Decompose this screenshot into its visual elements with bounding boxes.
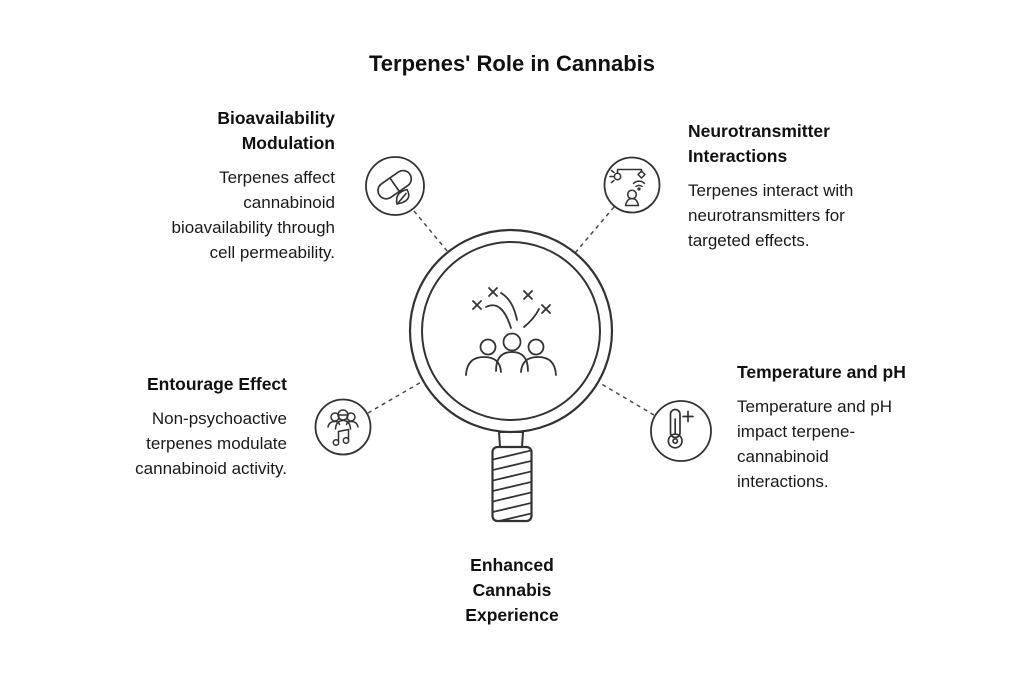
magnifier-handle [491, 431, 533, 523]
sparks-icon [472, 287, 551, 329]
pill-capsule [377, 169, 413, 200]
magnifying-glass-illustration [408, 228, 614, 523]
node-heading: Temperature and pH [737, 362, 906, 382]
hanging-bulb [609, 168, 646, 184]
handle-grip-stripes [493, 449, 531, 520]
people-group-icon [465, 332, 557, 376]
lens-inner-circle [421, 241, 601, 421]
center-caption: Enhanced Cannabis Experience [465, 555, 559, 625]
leaf [395, 188, 410, 205]
lens-outer-circle [408, 228, 614, 434]
thermometer-plus-icon [650, 400, 712, 462]
person [624, 189, 640, 207]
node-heading: Entourage Effect [146, 374, 287, 394]
connector-bioavailability [413, 210, 449, 253]
connector-neurotransmitter [574, 206, 615, 254]
signal-waves [632, 180, 646, 191]
node-temperature-and-ph: Temperature and pH Temperature and pH im… [737, 360, 906, 494]
connector-lines [367, 206, 655, 416]
music-note [332, 428, 350, 446]
pill-leaf-icon [364, 156, 426, 218]
node-bioavailability-modulation: Bioavailability Modulation Terpenes affe… [172, 106, 336, 265]
node-body: Terpenes affect cannabinoid bioavailabil… [171, 168, 336, 262]
node-body: Non-psychoactive terpenes modulate canna… [135, 409, 287, 478]
node-neurotransmitter-interactions: Neurotransmitter Interactions Terpenes i… [688, 119, 853, 253]
node-body: Temperature and pH impact terpene- canna… [737, 397, 892, 491]
page-title: Terpenes' Role in Cannabis [369, 51, 655, 76]
connector-entourage [367, 380, 424, 414]
connector-temperature [597, 381, 655, 416]
people-music-note-icon [314, 398, 372, 456]
people-trio [327, 409, 359, 430]
lamp-signal-person-icon [603, 156, 661, 214]
node-entourage-effect: Entourage Effect Non-psychoactive terpen… [135, 372, 287, 481]
plus-sign [682, 410, 694, 423]
node-heading: Neurotransmitter Interactions [688, 121, 830, 166]
node-heading: Bioavailability Modulation [217, 108, 335, 153]
node-body: Terpenes interact with neurotransmitters… [688, 181, 854, 250]
thermometer [667, 408, 683, 449]
